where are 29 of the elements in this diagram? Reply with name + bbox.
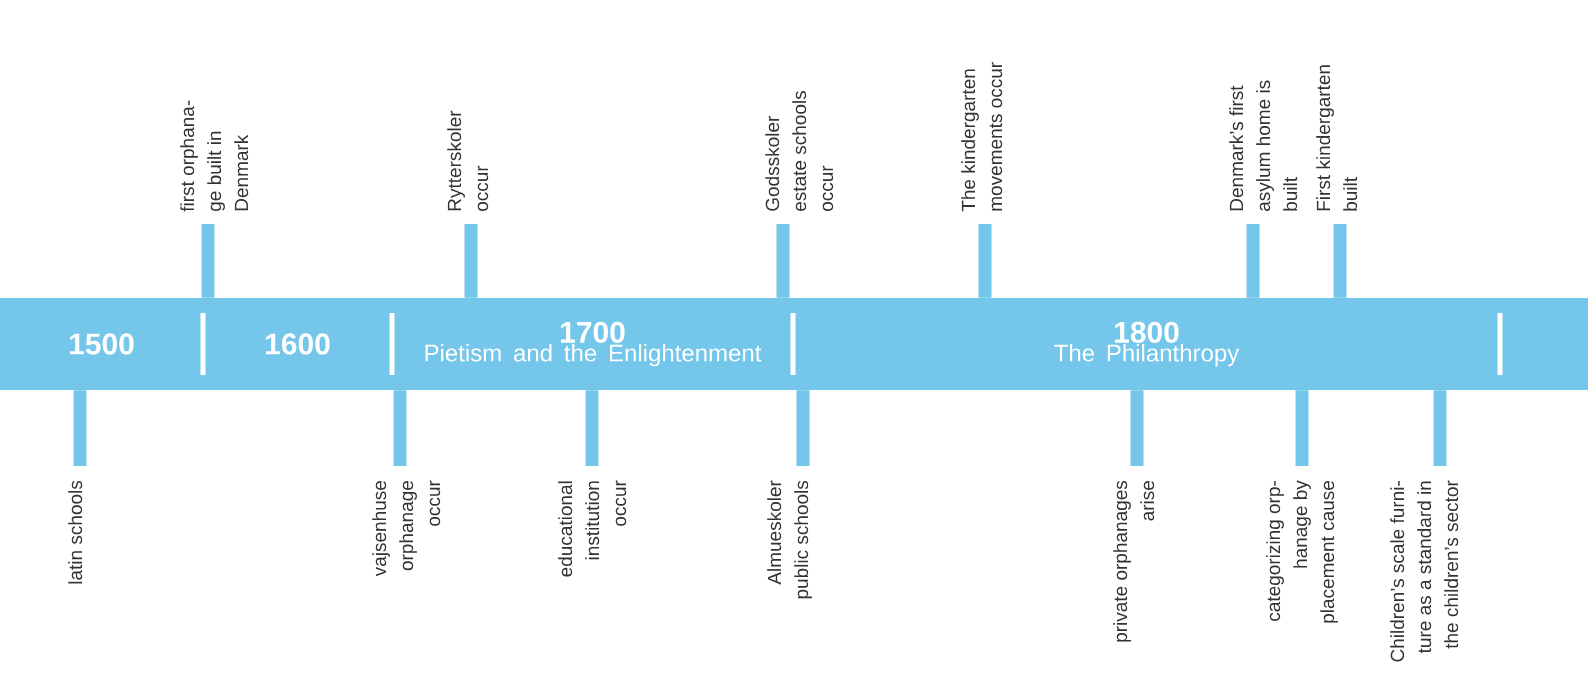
event-label: Children’s scale furni- ture as a standard in the children’s sector	[1390, 480, 1459, 662]
timeline-tick	[585, 390, 599, 466]
event-label: first orphana- ge built in Denmark	[180, 100, 249, 212]
event-label: First kindergarten built	[1316, 65, 1358, 211]
event-label: Rytterskoler occur	[447, 110, 489, 211]
event-label: Denmark’s first asylum home is built	[1229, 80, 1298, 211]
timeline-tick	[978, 224, 992, 298]
event-label: categorizing orp- hanage by placement cause	[1266, 480, 1338, 623]
event-label: Almueskoler public schools	[767, 480, 812, 599]
timeline-tick	[1333, 224, 1347, 298]
timeline-segment: 1600	[203, 298, 392, 390]
timeline-tick	[776, 224, 790, 298]
timeline-tick	[201, 224, 215, 298]
event-label: Godsskoler estate schools occur	[765, 91, 834, 211]
timeline-tick	[1433, 390, 1447, 466]
timeline-tick	[73, 390, 87, 466]
timeline-segment: 1800 The Philanthropy	[793, 298, 1588, 390]
event-label: private orphanages arise	[1113, 480, 1155, 642]
timeline-tick	[1246, 224, 1260, 298]
event-label: educational institution occur	[558, 480, 627, 577]
timeline-tick	[464, 224, 478, 298]
event-label: The kindergarten movements occur	[961, 62, 1003, 212]
timeline-segment: 1500	[0, 298, 203, 390]
event-label: latin schools	[68, 480, 83, 584]
timeline-tick	[1295, 390, 1309, 466]
timeline-tick	[796, 390, 810, 466]
event-label: vajsenhuse orphanage occur	[372, 480, 441, 577]
timeline-tick	[1130, 390, 1144, 466]
timeline-tick	[393, 390, 407, 466]
